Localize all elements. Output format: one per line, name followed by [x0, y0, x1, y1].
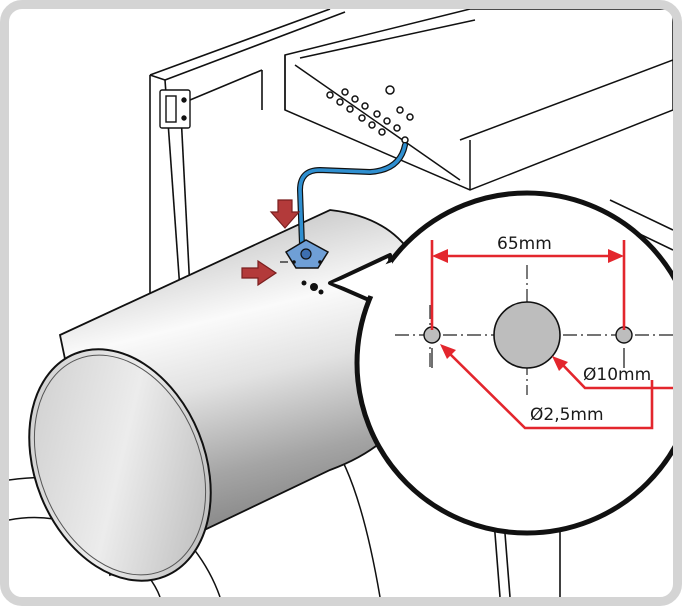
arrow-icon [241, 199, 301, 287]
small-hole-leader [440, 344, 654, 430]
pressure-hose [296, 142, 408, 248]
hinge [159, 89, 191, 129]
round-duct [28, 209, 432, 582]
zoom-callout: 65mm Ø10mm Ø2,5mm [328, 190, 673, 536]
sensor-bracket [280, 239, 330, 269]
small-hole-label: Ø2,5mm [530, 405, 604, 425]
spacing-dimension [430, 240, 626, 330]
large-hole-label: Ø10mm [583, 365, 651, 385]
installation-diagram: 65mm Ø10mm Ø2,5mm [9, 9, 673, 597]
control-box [284, 9, 673, 191]
duct-holes [301, 280, 324, 295]
spacing-label: 65mm [497, 234, 552, 254]
large-hole-leader [552, 356, 673, 390]
large-hole [493, 301, 561, 369]
